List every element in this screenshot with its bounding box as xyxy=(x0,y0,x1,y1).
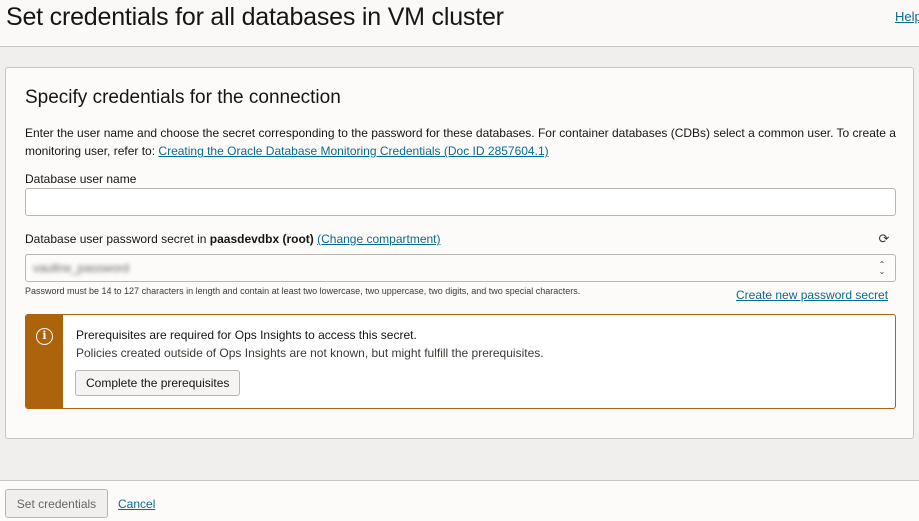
complete-prerequisites-button[interactable]: Complete the prerequisites xyxy=(75,370,241,396)
alert-description: Policies created outside of Ops Insights… xyxy=(76,346,544,360)
change-compartment-link[interactable]: (Change compartment) xyxy=(317,232,441,246)
intro-text: Enter the user name and choose the secre… xyxy=(25,124,905,160)
page-title: Set credentials for all databases in VM … xyxy=(6,3,504,31)
secret-label: Database user password secret in paasdev… xyxy=(25,232,441,246)
up-down-chevron-icon: ⌃⌄ xyxy=(878,260,886,276)
secret-label-prefix: Database user password secret in xyxy=(25,232,210,246)
password-secret-select[interactable]: vaultrw_password ⌃⌄ xyxy=(25,254,896,282)
username-input[interactable] xyxy=(25,188,896,216)
selected-secret-value: vaultrw_password xyxy=(33,261,130,275)
intro-description: Enter the user name and choose the secre… xyxy=(25,126,896,158)
password-hint: Password must be 14 to 127 characters in… xyxy=(25,286,581,296)
cancel-link[interactable]: Cancel xyxy=(118,497,156,511)
section-title: Specify credentials for the connection xyxy=(25,87,341,108)
help-link[interactable]: Help xyxy=(895,9,919,24)
footer-bar: Set credentials Cancel xyxy=(0,480,919,521)
credentials-card: Specify credentials for the connection E… xyxy=(5,67,914,439)
create-password-secret-link[interactable]: Create new password secret xyxy=(736,288,889,302)
page-header: Set credentials for all databases in VM … xyxy=(0,0,919,47)
alert-title: Prerequisites are required for Ops Insig… xyxy=(76,328,417,342)
set-credentials-button[interactable]: Set credentials xyxy=(5,489,108,518)
refresh-icon[interactable]: ⟳ xyxy=(878,231,890,246)
info-icon: i xyxy=(36,328,53,345)
compartment-name: paasdevdbx (root) xyxy=(209,232,314,246)
prerequisites-alert: i Prerequisites are required for Ops Ins… xyxy=(25,314,896,409)
username-label: Database user name xyxy=(25,172,137,186)
alert-stripe: i xyxy=(26,315,63,408)
monitoring-credentials-doc-link[interactable]: Creating the Oracle Database Monitoring … xyxy=(158,144,549,158)
